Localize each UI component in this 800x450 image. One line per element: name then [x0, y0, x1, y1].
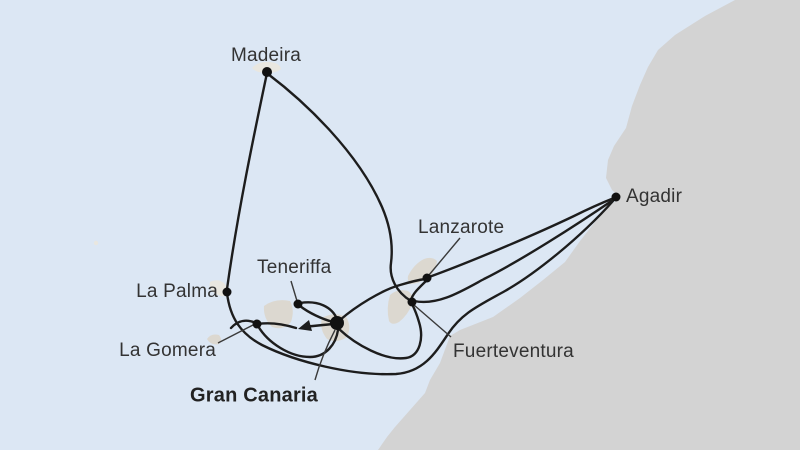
route-fuerteventura-agadir [412, 198, 615, 304]
leader-la-gomera [217, 324, 254, 344]
route-lanzarote-agadir [427, 196, 616, 279]
route-gran-canaria-lanzarote [338, 277, 427, 322]
island-tenerife [263, 300, 293, 329]
africa-landmass [378, 0, 800, 450]
port-label-fuerteventura: Fuerteventura [453, 341, 574, 362]
port-label-agadir: Agadir [626, 186, 683, 207]
route-la-gomera-gran-canaria-loop [256, 324, 340, 359]
route-teneriffa-gran-canaria-upper [298, 301, 339, 321]
port-label-gran-canaria: Gran Canaria [190, 384, 319, 407]
island-savage-islet [93, 240, 99, 246]
route-gran-canaria-fuerteventura-sweep [337, 302, 423, 360]
port-dot-lanzarote [422, 273, 432, 283]
route-lines [225, 71, 616, 376]
port-dot-la-gomera [252, 319, 262, 329]
port-label-madeira: Madeira [230, 45, 302, 66]
port-dot-la-palma [222, 287, 232, 297]
port-dot-agadir [611, 192, 621, 202]
island-la-gomera [207, 334, 221, 345]
leader-lanzarote [428, 237, 461, 276]
route-teneriffa-gran-canaria-lower [298, 304, 335, 324]
port-dot-teneriffa [293, 299, 303, 309]
route-la-gomera-east-segment [256, 322, 298, 330]
label-leader-lines [217, 237, 461, 381]
port-label-la-gomera: La Gomera [119, 340, 216, 361]
port-dot-madeira [262, 67, 272, 77]
leader-teneriffa [290, 280, 298, 302]
port-dot-gran-canaria [330, 316, 344, 330]
island-lanzarote [407, 257, 437, 284]
leader-gran-canaria [314, 329, 336, 381]
route-direction-arrow-icon [298, 320, 312, 331]
port-label-lanzarote: Lanzarote [418, 217, 505, 238]
route-madeira-fuerteventura [266, 72, 413, 303]
port-dot-fuerteventura [407, 297, 417, 307]
route-la-palma-sweep-agadir [225, 199, 615, 376]
port-dots [222, 67, 621, 330]
port-label-la-palma: La Palma [136, 281, 218, 302]
port-label-teneriffa: Teneriffa [257, 257, 332, 278]
route-madeira-la-palma [225, 71, 269, 291]
leader-fuerteventura [413, 304, 452, 338]
